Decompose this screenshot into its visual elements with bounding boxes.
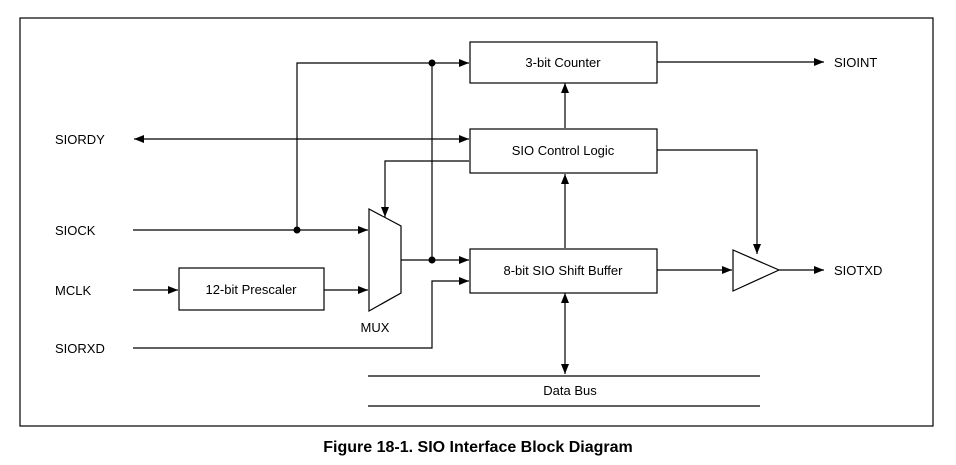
signal-mclk: MCLK (55, 283, 91, 298)
prescaler-label: 12-bit Prescaler (205, 282, 297, 297)
signal-siotxd: SIOTXD (834, 263, 882, 278)
signal-siock: SIOCK (55, 223, 96, 238)
signal-siorxd: SIORXD (55, 341, 105, 356)
wire-siock-counter (296, 59, 469, 230)
wire-control-txbuffer (657, 149, 761, 254)
shift-buffer-label: 8-bit SIO Shift Buffer (504, 263, 624, 278)
mux-block (368, 208, 402, 313)
signal-siordy: SIORDY (55, 132, 105, 147)
diagram-frame (19, 17, 934, 427)
counter-block (469, 41, 658, 84)
shift-buffer-block (469, 248, 658, 294)
wire-siorxd-shift (133, 277, 469, 349)
counter-label: 3-bit Counter (525, 55, 601, 70)
mux-label: MUX (361, 320, 390, 335)
figure-caption: Figure 18-1. SIO Interface Block Diagram (323, 439, 632, 456)
junction-clock-top (428, 59, 436, 67)
prescaler-block (178, 267, 325, 311)
junction-clock-bottom (428, 256, 436, 264)
signal-sioint: SIOINT (834, 55, 877, 70)
junction-siock (293, 226, 301, 234)
data-bus-label: Data Bus (543, 383, 597, 398)
tx-output-buffer (732, 249, 781, 292)
control-logic-label: SIO Control Logic (512, 143, 615, 158)
wire-control-mux-select (381, 160, 469, 217)
control-logic-block (469, 128, 658, 174)
